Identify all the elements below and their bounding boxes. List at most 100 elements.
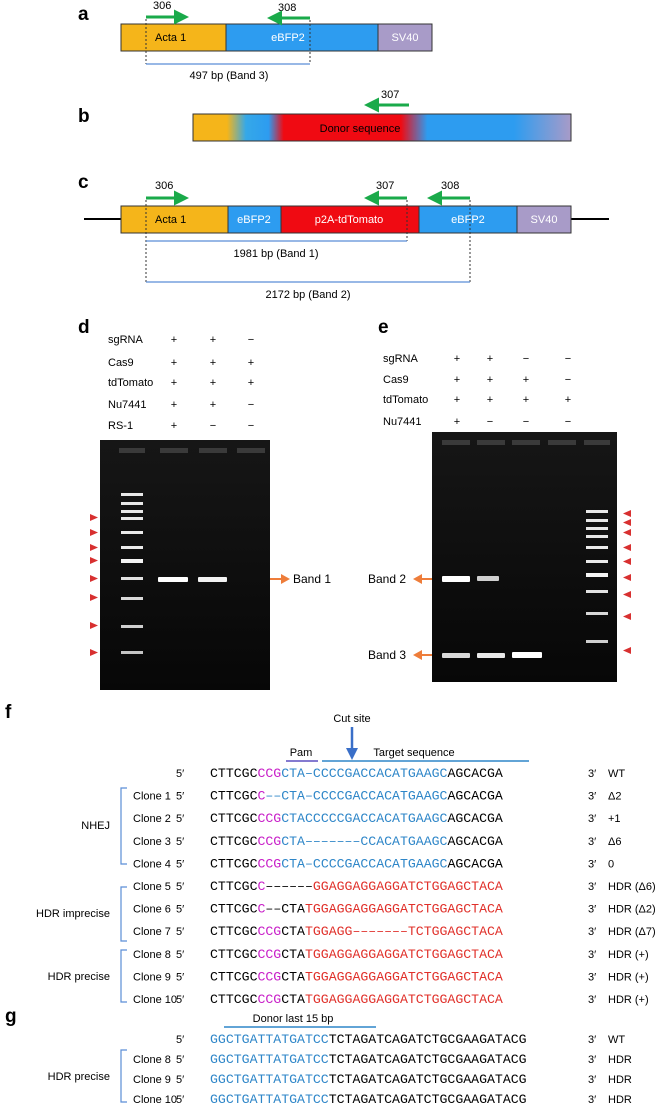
sequence-text: GGCTGATTATGATCCTCTAGATCAGATCTGCGAAGATACG bbox=[210, 1092, 527, 1105]
construct-b: Donor sequence 307 bbox=[192, 89, 572, 142]
ladder-label: 1.0 kb bbox=[635, 612, 657, 621]
sequence-segment: CCG bbox=[257, 856, 281, 871]
condition-mark: + bbox=[210, 377, 216, 389]
hdr-precise-group-label: HDR precise bbox=[48, 1071, 110, 1083]
three-prime-label: 3′ bbox=[588, 1054, 596, 1066]
five-prime-label: 5′ bbox=[176, 971, 184, 983]
band3-annotation: Band 3 bbox=[368, 648, 432, 662]
band2-size-label: 2172 bp (Band 2) bbox=[265, 289, 350, 301]
ladder-band bbox=[586, 527, 608, 530]
sequence-text: CTTCGCCCGCTATGGAGGAGGAGGATCTGGAGCTACA bbox=[210, 969, 503, 984]
sequence-segment: AGCACGA bbox=[447, 834, 502, 849]
condition-label: sgRNA bbox=[383, 353, 419, 365]
clone-label: Clone 5 bbox=[133, 881, 171, 893]
gel-d-image bbox=[100, 440, 270, 690]
sequence-text: CTTCGCCCGCTA–CCCCGACCACATGAAGCAGCACGA bbox=[210, 856, 503, 871]
clone-label: Clone 9 bbox=[133, 971, 171, 983]
condition-mark: − bbox=[210, 420, 216, 432]
sequence-text: CTTCGCCCGCTATGGAGGAGGAGGATCTGGAGCTACA bbox=[210, 947, 503, 962]
sequence-segment: CTA bbox=[281, 766, 305, 781]
primer-307-label: 307 bbox=[381, 89, 399, 101]
well bbox=[237, 448, 265, 453]
five-prime-label: 5′ bbox=[176, 791, 184, 803]
three-prime-label: 3′ bbox=[588, 836, 596, 848]
marker-triangle bbox=[90, 557, 98, 564]
clone-label: Clone 8 bbox=[133, 949, 171, 961]
row-annotation: WT bbox=[608, 1034, 625, 1046]
sequence-segment: TGGAGGAGGAGGATCTGGAGCTACA bbox=[305, 947, 503, 962]
three-prime-label: 3′ bbox=[588, 926, 596, 938]
well bbox=[442, 440, 470, 445]
panel-f-alignment: 5′ CTTCGCCCGCTA–CCCCGACCACATGAAGCAGCACGA 3… bbox=[133, 766, 656, 1007]
panel-g-header: Donor last 15 bp bbox=[224, 1013, 376, 1028]
hdr-imprecise-bracket bbox=[120, 886, 127, 942]
nhej-bracket bbox=[120, 787, 127, 865]
three-prime-label: 3′ bbox=[588, 813, 596, 825]
clone-label: Clone 2 bbox=[133, 813, 171, 825]
acta1-label: Acta 1 bbox=[155, 32, 186, 44]
sequence-segment: CTTCGC bbox=[210, 969, 258, 984]
band3-lane2 bbox=[477, 653, 505, 658]
sequence-segment: GGCTGATTATGATCC bbox=[210, 1092, 329, 1105]
ladder-band bbox=[121, 597, 143, 600]
row-annotation: HDR (+) bbox=[608, 994, 649, 1006]
row-annotation: HDR (Δ2) bbox=[608, 904, 656, 916]
ladder-band bbox=[121, 559, 143, 563]
condition-mark: + bbox=[523, 394, 529, 406]
condition-mark: + bbox=[565, 394, 571, 406]
band2-annotation: Band 2 bbox=[368, 572, 432, 586]
ladder-band bbox=[121, 625, 143, 628]
hdr-imprecise-group-label: HDR imprecise bbox=[36, 908, 110, 920]
panel-g-letter: g bbox=[5, 1006, 17, 1027]
ladder-label: 1.5 kb bbox=[64, 593, 86, 602]
panel-c-letter: c bbox=[78, 172, 89, 193]
ladder-band bbox=[586, 640, 608, 643]
band1-arrowhead bbox=[281, 574, 290, 584]
condition-mark: − bbox=[565, 416, 571, 428]
panel-d-letter: d bbox=[78, 317, 90, 338]
ladder-band bbox=[586, 510, 608, 513]
five-prime-label: 5′ bbox=[176, 1034, 184, 1046]
well bbox=[477, 440, 505, 445]
band3-size-label: 497 bp (Band 3) bbox=[190, 70, 269, 82]
three-prime-label: 3′ bbox=[588, 858, 596, 870]
gel-e-ladder-markers bbox=[623, 510, 631, 654]
five-prime-label: 5′ bbox=[176, 949, 184, 961]
three-prime-label: 3′ bbox=[588, 1094, 596, 1105]
ladder-e bbox=[586, 510, 608, 643]
condition-mark: + bbox=[454, 374, 460, 386]
ladder-band bbox=[586, 560, 608, 563]
band1-label: Band 1 bbox=[293, 572, 331, 586]
marker-triangle bbox=[90, 594, 98, 601]
sequence-segment: CCG bbox=[257, 947, 281, 962]
five-prime-label: 5′ bbox=[176, 1054, 184, 1066]
sequence-segment: TGGAGG–––––––TCTGGAGCTACA bbox=[305, 924, 503, 939]
five-prime-label: 5′ bbox=[176, 1094, 184, 1105]
row-annotation: WT bbox=[608, 768, 625, 780]
condition-mark: + bbox=[171, 334, 177, 346]
condition-mark: − bbox=[523, 353, 529, 365]
ladder-band bbox=[586, 535, 608, 538]
condition-mark: − bbox=[565, 374, 571, 386]
condition-mark: − bbox=[523, 416, 529, 428]
clone-label: Clone 7 bbox=[133, 926, 171, 938]
five-prime-label: 5′ bbox=[176, 1074, 184, 1086]
three-prime-label: 3′ bbox=[588, 768, 596, 780]
three-prime-label: 3′ bbox=[588, 949, 596, 961]
sequence-text: CTTCGCCCGCTACCCCCGACCACATGAAGCAGCACGA bbox=[210, 811, 503, 826]
three-prime-label: 3′ bbox=[588, 971, 596, 983]
row-annotation: HDR bbox=[608, 1074, 632, 1086]
sequence-segment: CTTCGC bbox=[210, 856, 258, 871]
sequence-segment: ––CTA bbox=[265, 902, 305, 917]
sequence-segment: GGCTGATTATGATCC bbox=[210, 1032, 329, 1047]
donor-last-15bp-label: Donor last 15 bp bbox=[253, 1013, 334, 1025]
construct-c: Acta 1 eBFP2 p2A-tdTomato eBFP2 SV40 306… bbox=[84, 180, 609, 301]
condition-mark: + bbox=[454, 416, 460, 428]
marker-triangle bbox=[623, 544, 631, 551]
sequence-text: GGCTGATTATGATCCTCTAGATCAGATCTGCGAAGATACG bbox=[210, 1072, 527, 1087]
sequence-segment: GGAGGAGGAGGATCTGGAGCTACA bbox=[313, 879, 503, 894]
marker-triangle bbox=[623, 613, 631, 620]
marker-triangle bbox=[623, 519, 631, 526]
sequence-text: CTTCGCCCGCTATGGAGG–––––––TCTGGAGCTACA bbox=[210, 924, 503, 939]
